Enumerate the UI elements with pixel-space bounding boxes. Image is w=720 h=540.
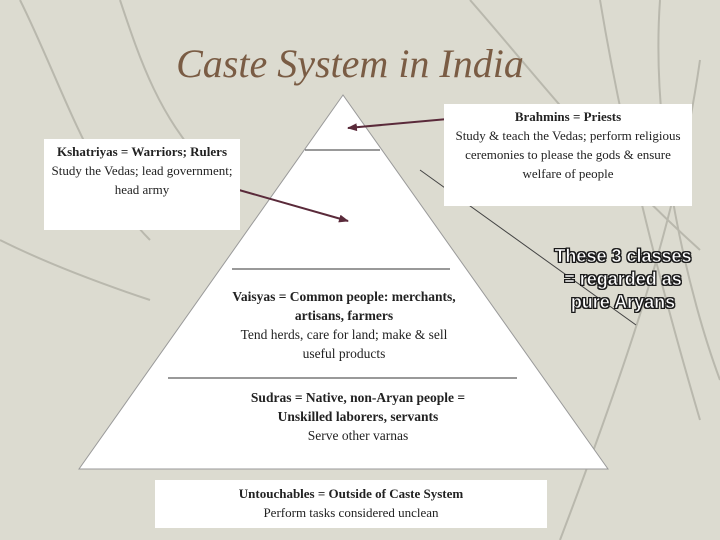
vaisyas-label: Vaisyas = Common people: merchants, arti… <box>228 287 460 363</box>
kshatriyas-text: Study the Vedas; lead government; head a… <box>51 163 233 197</box>
vaisyas-heading: Vaisyas = Common people: merchants, arti… <box>232 289 456 323</box>
brahmins-box: Brahmins = Priests Study & teach the Ved… <box>444 104 692 206</box>
untouchables-text: Perform tasks considered unclean <box>263 505 439 520</box>
untouchables-box: Untouchables = Outside of Caste System P… <box>155 480 547 528</box>
sudras-text: Serve other varnas <box>307 428 409 443</box>
vaisyas-text: Tend herds, care for land; make & sell u… <box>240 327 448 361</box>
slide-title: Caste System in India <box>176 41 524 86</box>
sudras-label: Sudras = Native, non-Aryan people = Unsk… <box>230 388 486 445</box>
brahmins-heading: Brahmins = Priests <box>514 109 622 124</box>
caste-pyramid <box>78 94 609 470</box>
kshatriyas-heading: Kshatriyas = Warriors; Rulers <box>56 144 227 159</box>
sudras-heading: Sudras = Native, non-Aryan people = Unsk… <box>250 390 466 424</box>
brahmins-text: Study & teach the Vedas; perform religio… <box>455 128 681 181</box>
kshatriyas-box: Kshatriyas = Warriors; Rulers Study the … <box>44 139 240 230</box>
untouchables-heading: Untouchables = Outside of Caste System <box>238 486 464 501</box>
pure-aryans-note: These 3 classes = regarded as pure Aryan… <box>554 246 692 313</box>
